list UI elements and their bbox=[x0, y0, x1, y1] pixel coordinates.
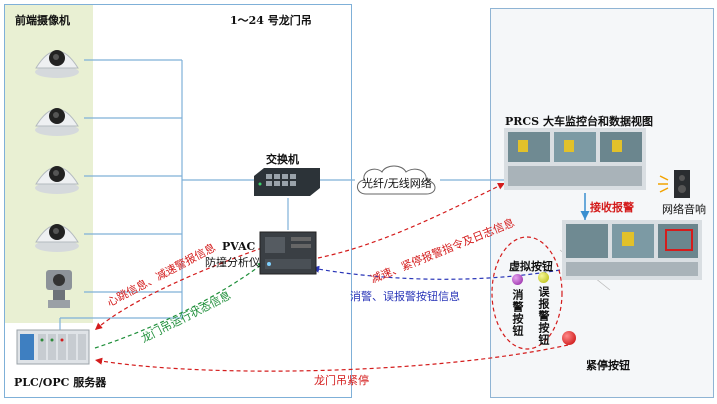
pvac-desc-label: 防撞分析仪 bbox=[205, 256, 260, 269]
monitor-icon bbox=[504, 128, 646, 190]
switch-label: 交换机 bbox=[266, 153, 299, 166]
plc-device-icon bbox=[16, 329, 90, 365]
front-camera-title: 前端摄像机 bbox=[15, 14, 70, 27]
camera-bus-lines bbox=[59, 59, 505, 330]
camera-icon bbox=[35, 108, 79, 136]
switch-icon bbox=[254, 168, 320, 196]
speaker-icon bbox=[658, 170, 690, 198]
yellow-button-icon[interactable] bbox=[538, 272, 549, 283]
gantry-emergency-label: 龙门吊紧停 bbox=[314, 374, 369, 387]
network-speaker-label: 网络音响 bbox=[662, 203, 706, 216]
pvac-name-label: PVAC bbox=[222, 240, 256, 253]
camera-icon bbox=[35, 224, 79, 252]
camera-icon bbox=[35, 50, 79, 78]
emergency-button-label: 紧停按钮 bbox=[586, 359, 630, 372]
false-alarm-button-label: 误报警按钮 bbox=[537, 286, 550, 346]
control-room-panel bbox=[490, 8, 714, 398]
prcs-title: PRCS 大车监控台和数据视图 bbox=[505, 115, 653, 128]
camera-icon bbox=[35, 166, 79, 194]
ptz-camera-icon bbox=[46, 270, 72, 308]
plc-server-label: PLC/OPC 服务器 bbox=[14, 376, 107, 389]
pvac-device-icon bbox=[259, 231, 317, 275]
virtual-buttons-label: 虚拟按钮 bbox=[509, 260, 553, 273]
virtual-button-ellipse bbox=[491, 236, 563, 350]
receive-alarm-label: 接收报警 bbox=[590, 201, 634, 214]
fiber-network-label: 光纤/无线网络 bbox=[362, 177, 432, 190]
clear-false-info-label: 消警、误报警按钮信息 bbox=[350, 290, 460, 303]
gantry-crane-title: 1～24 号龙门吊 bbox=[230, 14, 312, 27]
purple-button-icon[interactable] bbox=[512, 274, 523, 285]
red-button-icon[interactable] bbox=[562, 331, 576, 345]
cloud-icon bbox=[357, 165, 436, 195]
clear-alarm-button-label: 消警按钮 bbox=[511, 289, 524, 337]
alarm-monitor-icon bbox=[562, 220, 702, 280]
